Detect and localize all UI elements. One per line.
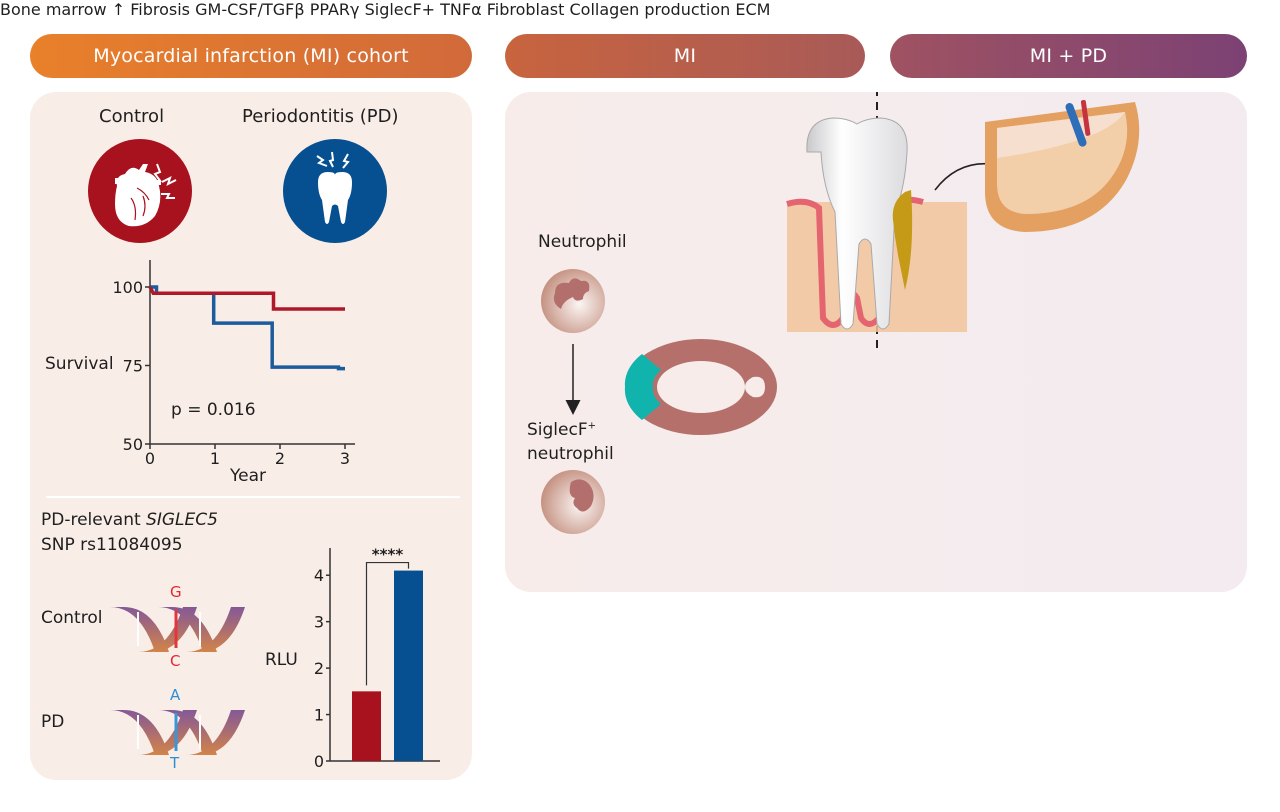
tooth-icon [283, 139, 387, 243]
km-curve-control [148, 286, 345, 311]
siglecf-neutrophil-label-1: SiglecF+ [527, 420, 596, 440]
callout-siglecf-text: SiglecF [364, 0, 422, 19]
ppar-gamma-label: PPARγ [309, 0, 360, 19]
siglecf-neutrophil-cell-mi [541, 470, 605, 534]
marrow-to-neutrophil-arrow: ↑ Fibrosis GM-CSF/TGFβ PPARγ SiglecF+ TN… [111, 0, 771, 464]
snp-title: PD-relevant SIGLEC5 [41, 510, 218, 530]
km-x-tick-label: 3 [340, 449, 350, 468]
km-x-tick-label: 1 [210, 449, 220, 468]
km-x-tick-label: 0 [145, 449, 155, 468]
increased-fibrosis-arrow-icon: ↑ [111, 0, 126, 19]
snp-base-control-bottom: C [170, 652, 181, 670]
snp-base-control-top: G [170, 583, 182, 601]
stimulus-label: GM-CSF/TGFβ [195, 0, 305, 19]
neutrophil-cell-mi [541, 269, 605, 333]
significance-stars: **** [372, 546, 404, 564]
dna-row-label-pd: PD [41, 712, 65, 732]
p-value-annotation: p = 0.016 [171, 400, 256, 420]
callout-siglecf-label: SiglecF+ [365, 0, 435, 19]
fibroblast-label: Fibroblast [486, 0, 565, 19]
header-mi-cohort: Myocardial infarction (MI) cohort [30, 34, 472, 78]
stimulus-arrow: PPARγ SiglecF+ TNFα Fibroblast Collagen … [309, 0, 771, 464]
header-mi-pd: MI + PD [890, 34, 1247, 78]
header-mi-cohort-label: Myocardial infarction (MI) cohort [93, 45, 409, 67]
snp-gene-name: SIGLEC5 [146, 510, 218, 530]
snp-title-prefix: PD-relevant [41, 510, 147, 530]
km-y-tick-label: 75 [123, 357, 143, 376]
tnf-arrow: Fibroblast Collagen production ECM Neutr… [486, 0, 771, 464]
group-label-pd: Periodontitis (PD) [242, 106, 399, 127]
bar-y-tick-label: 1 [314, 706, 324, 725]
callout-dashed-outline: GM-CSF/TGFβ PPARγ SiglecF+ TNFα Fibrobla… [195, 0, 771, 464]
bar-control [352, 691, 381, 761]
survival-xlabel: Year [230, 466, 266, 486]
siglecf-label-sup: + [587, 420, 597, 432]
panel-divider [46, 496, 460, 498]
significance-bracket [365, 561, 410, 686]
transcription-start-arrow: PPARγ SiglecF+ TNFα Fibroblast Collagen … [309, 0, 771, 464]
pd-expansion-arrow: ↑ Fibrosis GM-CSF/TGFβ PPARγ SiglecF+ TN… [111, 0, 771, 464]
bar-y-tick-label: 0 [314, 752, 324, 771]
header-mi: MI [505, 34, 865, 78]
fibroblast-to-ecm-arrow: Collagen production ECM Neutrophil Sigle… [527, 0, 771, 464]
header-mi-label: MI [673, 45, 697, 67]
siglecf-label-text: SiglecF [527, 420, 588, 440]
collagen-production-arrow: Collagen production ECM Neutrophil Sigle… [527, 0, 771, 464]
fibroblast-cell: Collagen production ECM Neutrophil Sigle… [527, 0, 771, 464]
fibrosis-region-mi [624, 354, 661, 420]
mechanism-illustration [541, 92, 1140, 534]
siglecf-neutrophil-label-2: neutrophil [527, 444, 614, 464]
dna-helix-graphic [110, 607, 245, 755]
group-label-control: Control [99, 106, 165, 127]
callout-background: GM-CSF/TGFβ PPARγ SiglecF+ TNFα Fibrobla… [195, 0, 771, 464]
header-mi-pd-label: MI + PD [1029, 45, 1108, 67]
rlu-bar-chart: 0 1 2 3 4 **** [314, 546, 440, 771]
bar-y-tick-label: 3 [314, 613, 324, 632]
bar-y-tick-label: 4 [314, 566, 324, 585]
tnf-alpha-label: TNFα [440, 0, 482, 19]
survival-chart: 50 75 100 0 1 2 3 [112, 260, 355, 468]
km-y-tick-label: 50 [123, 435, 143, 454]
dna-helix-pd [110, 710, 245, 755]
snp-base-pd-bottom: T [170, 754, 180, 772]
periodontitis-tooth [786, 117, 967, 332]
heart-icon [88, 139, 192, 243]
neutrophil-label: Neutrophil [538, 232, 627, 252]
dna-row-label-control: Control [41, 608, 103, 628]
snp-id: SNP rs11084095 [41, 535, 183, 555]
snp-base-pd-top: A [170, 686, 181, 704]
bar-y-tick-label: 2 [314, 659, 324, 678]
dental-plaque [892, 190, 913, 290]
heart-ring-mi [624, 339, 777, 435]
bone-marrow-label-2: marrow [45, 0, 107, 19]
dna-helix-control [110, 607, 245, 652]
bar-pd [394, 570, 423, 761]
bone-marrow-illustration [985, 100, 1140, 232]
ecm-label: ECM [735, 0, 771, 19]
km-y-tick-label: 100 [112, 278, 143, 297]
bone-marrow-label-1: Bone [0, 0, 41, 19]
rlu-ylabel: RLU [265, 650, 298, 670]
survival-ylabel: Survival [45, 354, 114, 374]
km-curve-pd [150, 285, 345, 371]
callout-siglecf-sup: + [421, 0, 436, 19]
km-x-tick-label: 2 [275, 449, 285, 468]
fibrosis-label: Fibrosis [130, 0, 191, 19]
collagen-production-label: Collagen production [569, 0, 731, 19]
